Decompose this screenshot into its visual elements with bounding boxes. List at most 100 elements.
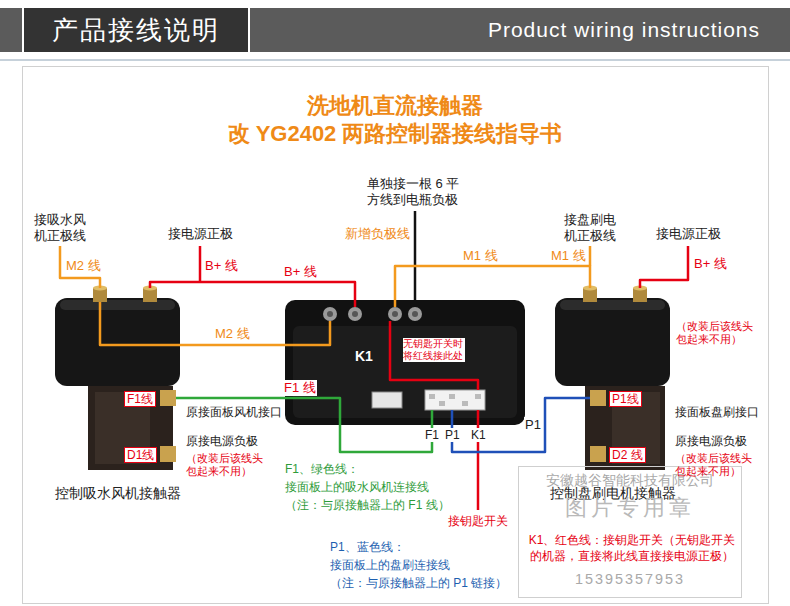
wire-connector	[180, 344, 285, 347]
controller-drawing	[372, 392, 402, 408]
controller-drawing	[388, 307, 402, 321]
controller-drawing	[425, 390, 485, 410]
wire-stub	[390, 321, 478, 390]
wire-connector	[150, 282, 355, 300]
wire-stub	[176, 397, 180, 400]
controller-drawing	[439, 401, 445, 406]
wire-stub	[100, 300, 590, 425]
wire-destination: 接电源正极	[168, 226, 233, 242]
watermark-seal: 图片专用章	[519, 495, 741, 521]
wire-label: M1 线	[462, 248, 499, 264]
terminal-description: 原接电源负极	[186, 434, 258, 448]
header-chinese-tab: 产品接线说明	[22, 8, 250, 52]
wire-stub	[431, 410, 434, 425]
wire-name: 新增负极线	[345, 226, 410, 242]
wire-destination: 接钥匙开关	[448, 514, 508, 528]
wire-label: P1	[524, 417, 542, 433]
controller-drawing	[348, 307, 362, 321]
contactor: 控制吸水风机接触器	[55, 288, 180, 470]
controller-drawing	[429, 394, 435, 399]
wire-note: 单独接一根 6 平 方线到电瓶负极	[367, 176, 464, 207]
contactor-drawing	[560, 300, 665, 310]
controller-drawing	[293, 326, 517, 418]
pin-label: F1	[424, 428, 440, 442]
terminal-description: 原接电源负极	[675, 434, 747, 448]
wire-note: P1、蓝色线：	[330, 540, 405, 554]
wire-destination: 接盘刷电 机正极线	[564, 212, 617, 243]
title-spacer	[220, 92, 295, 120]
watermark-phone: 15395357953	[519, 571, 741, 588]
header-english-title: Product wiring instructions	[488, 8, 760, 52]
controller-drawing	[323, 307, 337, 321]
wire-name: B+ 线	[694, 256, 727, 272]
controller-drawing	[392, 311, 398, 317]
contactor-drawing	[160, 390, 176, 406]
wire-note: 接面板上的吸水风机连接线	[285, 480, 429, 494]
watermark-stamp: 安徽越谷智能科技有限公司图片专用章15395357953	[518, 466, 742, 598]
warning-note: （改装后该线头 包起来不用）	[186, 452, 265, 478]
wire-connector	[395, 266, 590, 300]
wire-note: （注：与原接触器上的 F1 线）	[285, 498, 450, 512]
page-frame	[0, 60, 790, 61]
wire-connector	[180, 398, 432, 452]
controller-drawing	[285, 300, 525, 425]
controller-drawing	[412, 311, 418, 317]
controller: K1 无钥匙开关时 将红线接此处	[285, 300, 525, 425]
contactor-drawing	[60, 300, 175, 310]
terminal-tag: P1线	[609, 391, 642, 407]
pin-label: P1	[444, 428, 461, 442]
controller-drawing	[408, 307, 422, 321]
contactor-drawing	[160, 446, 176, 462]
warning-note: （改装后该线头 包起来不用）	[676, 320, 755, 346]
contactor-drawing	[55, 298, 180, 386]
terminal-description: 原接面板风机接口	[186, 405, 282, 419]
contactor-drawing	[55, 286, 180, 471]
header-chinese-title: 产品接线说明	[24, 8, 248, 52]
page-frame	[0, 60, 790, 604]
wire-stub	[354, 300, 357, 307]
terminal-description: 接面板盘刷接口	[675, 405, 759, 419]
terminal-tag: F1线	[124, 391, 156, 407]
wire-stub	[555, 397, 590, 400]
terminal-label: K1	[355, 348, 373, 365]
wire-stub	[451, 410, 454, 425]
controller-drawing	[449, 394, 455, 399]
controller-note: 无钥匙开关时 将红线接此处	[403, 338, 465, 362]
terminal-tag: D1线	[124, 447, 157, 463]
wire-name: B+ 线	[205, 258, 238, 274]
contactor-drawing	[590, 390, 606, 406]
wire	[640, 246, 688, 288]
wire	[199, 246, 202, 282]
wire-label: M2 线	[214, 326, 251, 342]
diagram-title: 洗地机直流接触器 改 YG2402 两路控制器接线指导书	[228, 93, 563, 146]
wire-note: F1、绿色线：	[285, 462, 359, 476]
controller-drawing	[285, 300, 525, 425]
contactor-drawing	[555, 298, 670, 386]
controller-drawing	[352, 311, 358, 317]
wire-note: K1、红色线：接钥匙开关（无钥匙开关 的机器，直接将此线直接接电源正极）	[527, 532, 737, 564]
contactor: 控制盘刷电机接触器	[555, 288, 670, 470]
terminal-tag: D2 线	[609, 447, 646, 463]
contactor-drawing	[590, 446, 606, 462]
wire-label: B+ 线	[283, 264, 318, 280]
wire-stub	[285, 321, 330, 345]
contactor-caption: 控制吸水风机接触器	[55, 485, 181, 502]
warning-note: （改装后该线头 包起来不用）	[675, 452, 754, 478]
wire-stub	[394, 300, 397, 307]
controller-drawing	[475, 394, 481, 399]
title-spacer	[495, 92, 570, 120]
pin-label: K1	[470, 428, 487, 442]
wire-stub	[100, 302, 180, 345]
title-block: 洗地机直流接触器 改 YG2402 两路控制器接线指导书	[220, 92, 570, 148]
wire-destination: 接吸水风 机正极线	[34, 212, 87, 243]
wire	[589, 246, 592, 266]
wire-note: 接面板上的盘刷连接线	[330, 558, 450, 572]
wire-connector	[452, 398, 555, 452]
wire-stub	[477, 410, 480, 425]
controller-drawing	[462, 401, 468, 406]
wire-label: F1 线	[283, 380, 317, 396]
wire	[60, 246, 100, 288]
page-frame	[23, 67, 769, 604]
wire-name: M1 线	[551, 248, 586, 264]
